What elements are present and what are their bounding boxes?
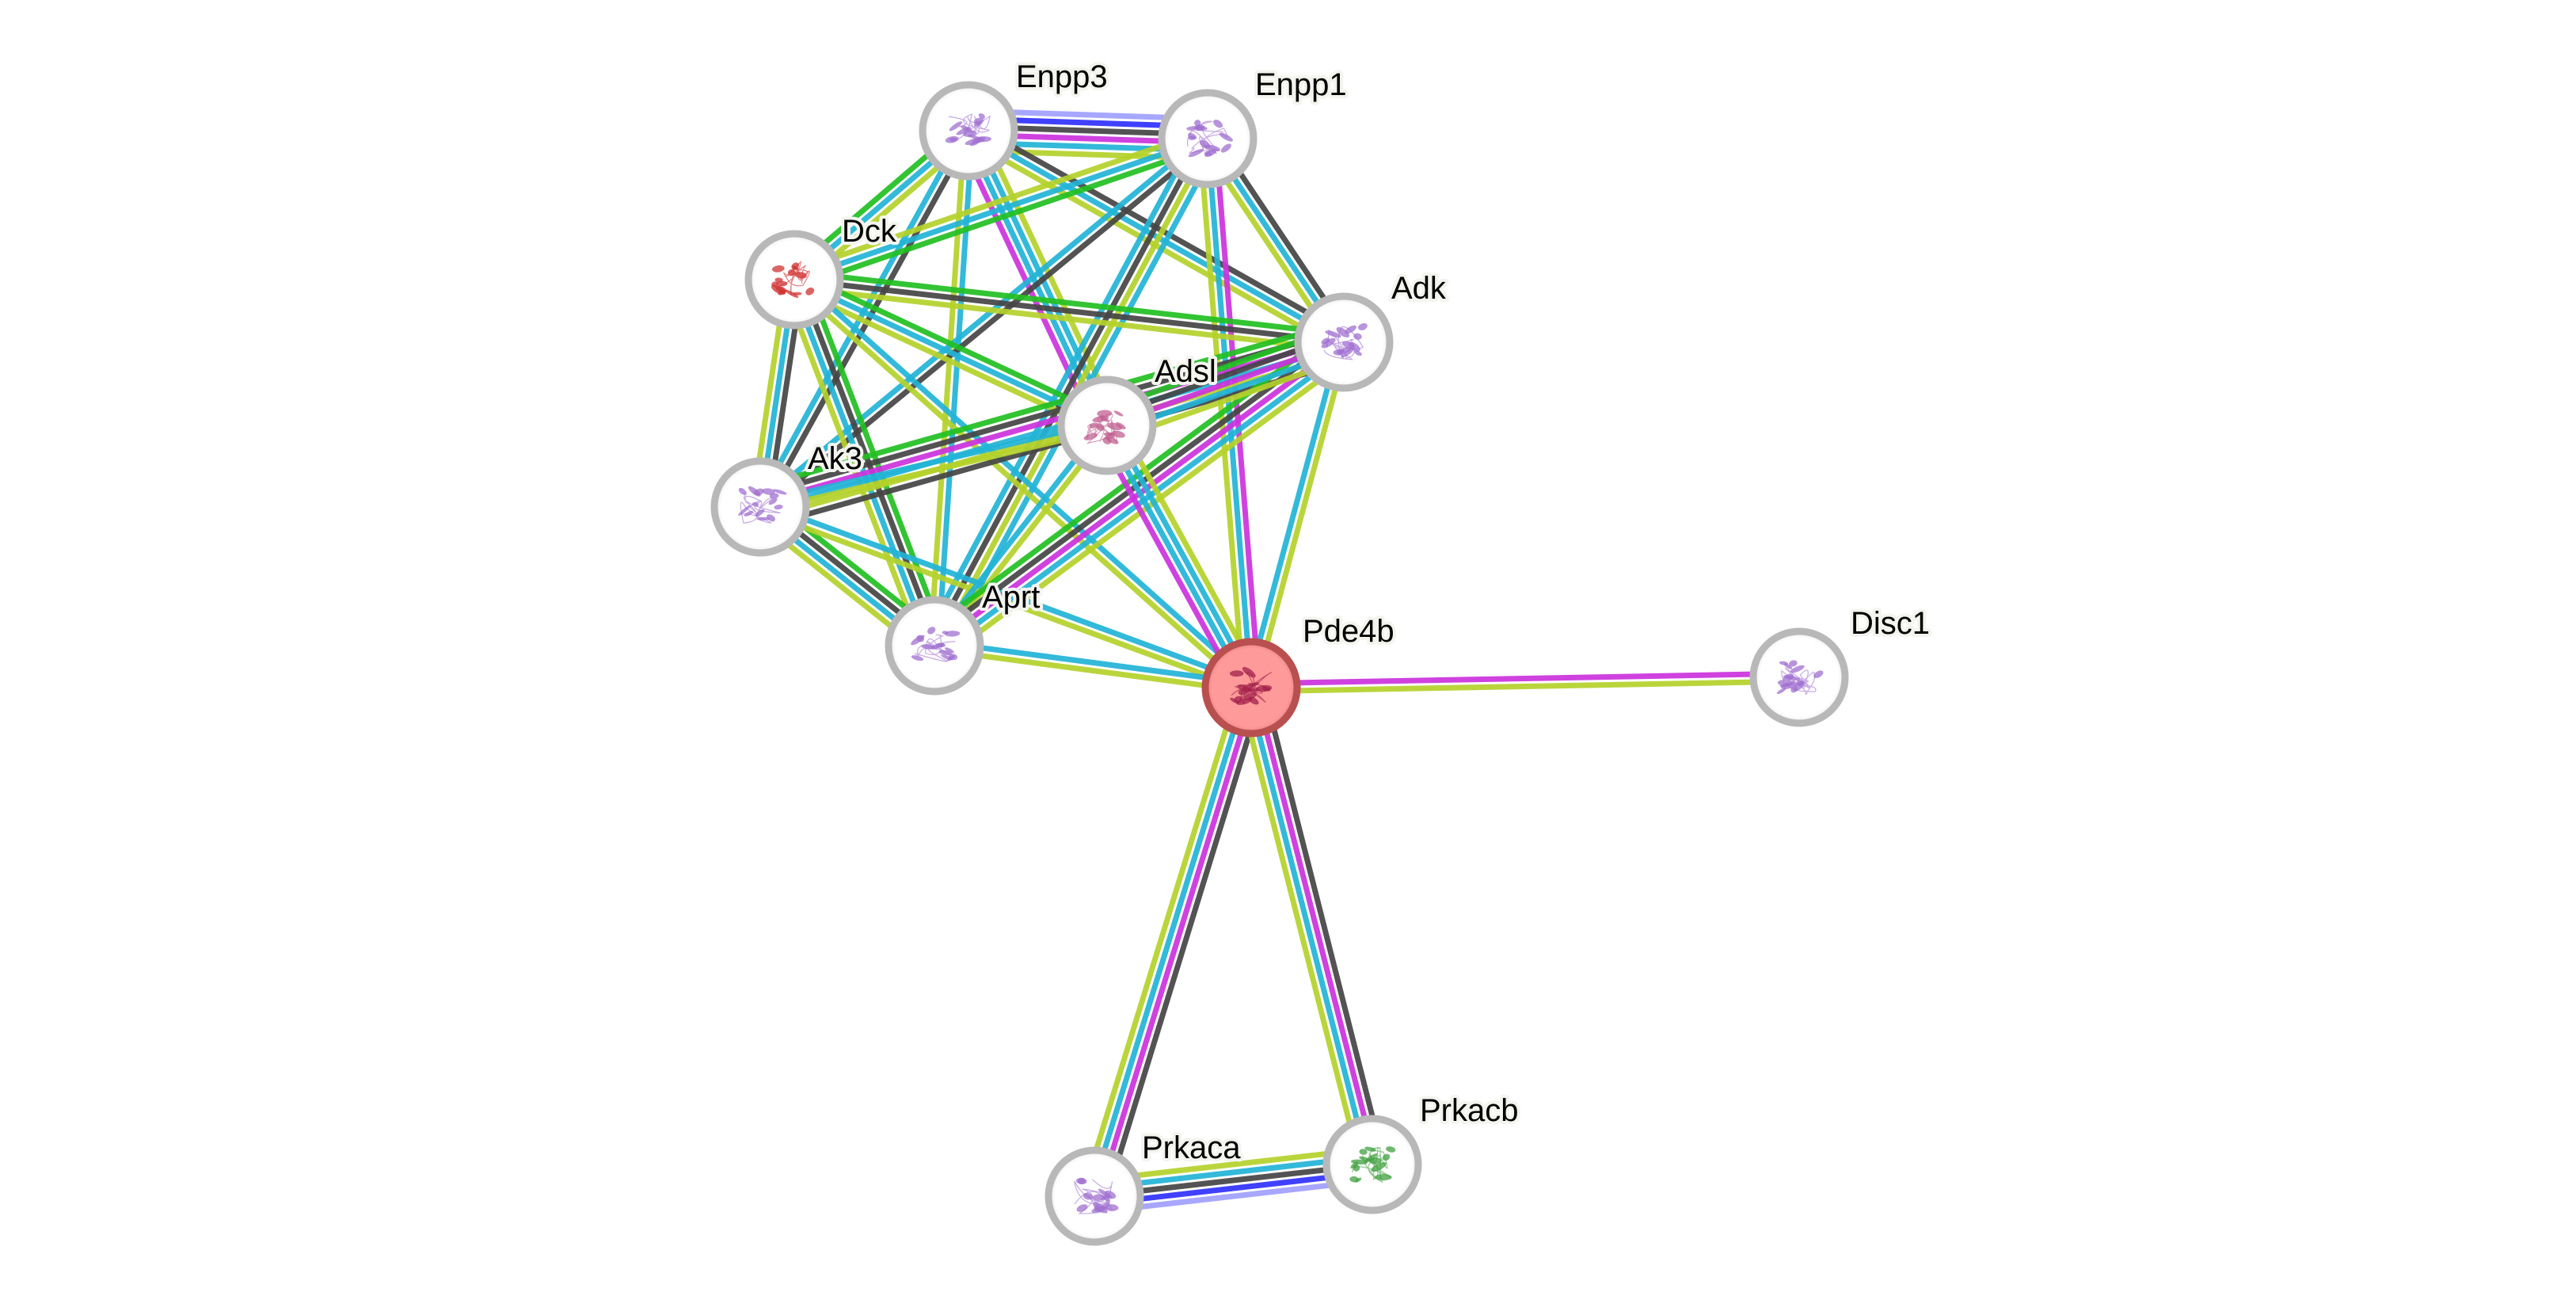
edge-line-coexpression <box>928 135 1207 646</box>
protein-structure-icon <box>1083 410 1126 444</box>
edge-enpp1-ak3[interactable] <box>755 133 1212 513</box>
node-label: Ak3 <box>808 441 862 476</box>
node-aprt[interactable]: Aprt <box>885 577 1043 696</box>
edge-line-textmining <box>1252 342 1351 690</box>
edge-line-database <box>967 128 1345 345</box>
edge-line-neighborhood <box>802 274 949 642</box>
edge-line-coexpression <box>793 276 1345 345</box>
node-pde4b[interactable]: Pde4b <box>1201 611 1398 738</box>
edge-line-textmining <box>1237 689 1364 1168</box>
node-label: Disc1 <box>1851 606 1930 641</box>
node-adsl[interactable]: Adsl <box>1057 351 1220 475</box>
edge-adsl-pde4b[interactable] <box>1094 418 1265 695</box>
edge-line-neighborhood <box>794 269 1345 337</box>
node-disc1[interactable]: Disc1 <box>1749 603 1933 727</box>
edge-ak3-adsl[interactable] <box>759 418 1109 514</box>
edge-pde4b-prkaca[interactable] <box>1080 683 1265 1201</box>
protein-structure-icon <box>1186 120 1233 158</box>
node-dck[interactable]: Dck <box>744 211 900 330</box>
edge-line-coexpression <box>1102 690 1265 1201</box>
node-label: Pde4b <box>1303 614 1395 649</box>
edge-enpp1-dck[interactable] <box>790 128 1212 290</box>
edge-line-database <box>1087 685 1250 1196</box>
node-adk[interactable]: Adk <box>1294 268 1450 392</box>
protein-structure-icon <box>738 486 787 524</box>
edge-line-database <box>934 638 1253 687</box>
edge-dck-pde4b[interactable] <box>790 274 1256 693</box>
node-label: Enpp3 <box>1016 59 1108 94</box>
edge-line-database <box>794 274 1256 687</box>
node-ak3[interactable]: Ak3 <box>710 438 866 557</box>
protein-structure-icon <box>1349 1146 1396 1184</box>
edge-line-textmining <box>1080 683 1243 1194</box>
edge-line-database <box>1244 688 1372 1167</box>
node-circle[interactable] <box>744 230 844 330</box>
edge-line-textmining <box>790 284 1105 436</box>
edge-line-database <box>1204 138 1254 688</box>
node-circle[interactable] <box>1322 1115 1422 1214</box>
edge-line-database <box>935 131 976 646</box>
edge-line-database <box>921 132 1200 642</box>
node-label: Prkaca <box>1142 1130 1241 1165</box>
protein-structure-icon <box>1074 1177 1119 1214</box>
node-label: Enpp1 <box>1255 67 1347 102</box>
edge-line-database <box>1101 425 1250 692</box>
protein-structure-icon <box>1321 322 1368 360</box>
node-label: Aprt <box>982 580 1040 615</box>
node-circle[interactable] <box>1057 375 1157 475</box>
protein-structure-icon <box>945 113 992 147</box>
edge-pde4b-disc1[interactable] <box>1250 670 1800 695</box>
node-enpp3[interactable]: Enpp3 <box>919 56 1111 181</box>
edge-line-coexpression <box>795 276 941 646</box>
node-label: Adk <box>1391 271 1447 306</box>
edge-line-textmining <box>790 280 1251 693</box>
edge-line-coexpression <box>760 139 1212 513</box>
edge-line-database <box>1244 340 1343 688</box>
protein-structure-icon <box>1776 660 1824 695</box>
edge-line-experiments <box>1094 429 1243 695</box>
protein-structure-icon <box>1229 666 1273 705</box>
protein-structure-icon <box>911 627 961 662</box>
edge-adk-pde4b[interactable] <box>1244 340 1351 690</box>
node-label: Adsl <box>1155 354 1216 389</box>
node-label: Dck <box>842 214 897 249</box>
edge-line-database <box>755 133 1208 506</box>
edge-line-textmining <box>793 284 1344 353</box>
edge-line-textmining <box>760 426 1109 514</box>
edge-pde4b-prkacb[interactable] <box>1237 684 1387 1168</box>
edge-line-experiments <box>1250 670 1799 687</box>
edge-aprt-pde4b[interactable] <box>933 638 1253 695</box>
node-label: Prkacb <box>1420 1093 1519 1128</box>
edge-line-neighborhood <box>796 269 1112 421</box>
edge-line-experiments <box>1252 685 1379 1164</box>
node-enpp1[interactable]: Enpp1 <box>1158 64 1350 189</box>
node-prkaca[interactable]: Prkaca <box>1044 1127 1244 1246</box>
node-prkacb[interactable]: Prkacb <box>1322 1090 1522 1214</box>
edge-line-neighborhood <box>796 143 1212 290</box>
edge-line-database <box>759 418 1107 506</box>
protein-structure-icon <box>771 260 815 299</box>
edge-line-database <box>793 135 1209 283</box>
edge-line-textmining <box>963 135 1341 352</box>
edge-line-coexpression <box>1260 684 1387 1163</box>
edge-dck-adk[interactable] <box>793 269 1345 353</box>
edge-line-neighborhood <box>754 320 1340 491</box>
edge-line-experiments <box>1095 688 1258 1199</box>
edge-line-textmining <box>933 646 1251 695</box>
edge-line-textmining <box>1115 418 1265 684</box>
edge-line-textmining <box>790 128 1206 275</box>
edge-line-database <box>1108 421 1258 688</box>
edge-line-textmining <box>1251 678 1800 695</box>
